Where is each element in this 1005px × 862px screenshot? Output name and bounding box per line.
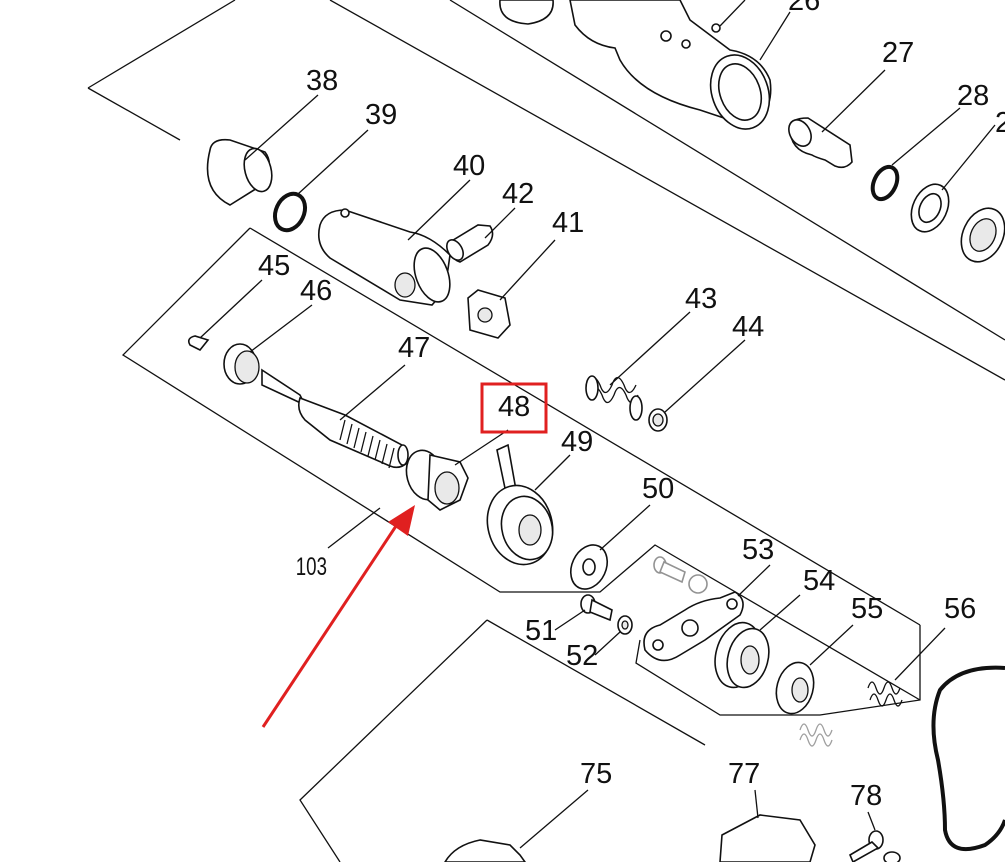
part-28-o-ring: [870, 107, 961, 202]
label-47: 47: [398, 332, 430, 364]
label-49: 49: [561, 426, 593, 458]
label-28: 28: [957, 80, 989, 112]
part-42-pin: [446, 207, 516, 263]
highlight-arrowhead: [388, 505, 415, 536]
label-77: 77: [728, 758, 760, 790]
label-43: 43: [685, 283, 717, 315]
part-51-screw: [554, 594, 613, 631]
label-39: 39: [365, 99, 397, 131]
label-46: 46: [300, 275, 332, 307]
label-75: 75: [580, 758, 612, 790]
part-49-cam-ring: [486, 443, 571, 566]
label-56: 56: [944, 593, 976, 625]
highlight-box: [480, 382, 548, 434]
part-43-spring: [585, 311, 691, 421]
part-39-o-ring: [272, 129, 369, 233]
highlight-arrow: [261, 519, 402, 728]
part-40-cam-sleeve: [317, 179, 471, 306]
part-26-cylinder: [499, 0, 791, 130]
part-53-plate: [643, 564, 771, 662]
part-38-sleeve: [206, 94, 319, 206]
label-54: 54: [803, 565, 835, 597]
part-27-pin: [788, 69, 886, 169]
part-46-gear: [223, 304, 313, 385]
part-45-retaining-clip: [188, 279, 263, 352]
part-78-screw: [848, 811, 901, 862]
label-55: 55: [851, 593, 883, 625]
part-ghost-screw: [653, 556, 708, 594]
highlight-annotation: [261, 382, 548, 728]
label-51: 51: [525, 615, 557, 647]
label-27: 27: [882, 37, 914, 69]
part-55-ball-bearing: [775, 624, 854, 715]
part-77-handle: [719, 789, 816, 862]
part-50-washer: [569, 504, 651, 590]
part-41-plate: [467, 239, 556, 339]
part-ghost-spring: [799, 723, 833, 747]
part-47-shaft: [261, 364, 409, 469]
part-75-housing: [444, 789, 589, 862]
label-53: 53: [742, 534, 774, 566]
group-frames: [87, 0, 1005, 862]
label-48: 48: [498, 391, 530, 423]
label-45: 45: [258, 250, 290, 282]
part-labels: 26 27 28 2 38 39 40 41 42 43 44 45 46 47…: [258, 0, 1005, 812]
part-44-cap: [648, 339, 746, 432]
part-48-clutch-cam: [405, 429, 509, 511]
label-42: 42: [502, 178, 534, 210]
part-56-spring: [867, 627, 1005, 851]
part-29-washer: [910, 124, 1005, 263]
label-29: 2: [995, 107, 1005, 139]
label-50: 50: [642, 473, 674, 505]
label-44: 44: [732, 311, 764, 343]
label-52: 52: [566, 640, 598, 672]
label-38: 38: [306, 65, 338, 97]
label-78: 78: [850, 780, 882, 812]
part-54-gear-bearing: [714, 594, 801, 689]
label-103: 103: [296, 552, 327, 580]
label-41: 41: [552, 207, 584, 239]
part-52-washer: [594, 615, 633, 656]
label-40: 40: [453, 150, 485, 182]
label-26: 26: [788, 0, 820, 17]
